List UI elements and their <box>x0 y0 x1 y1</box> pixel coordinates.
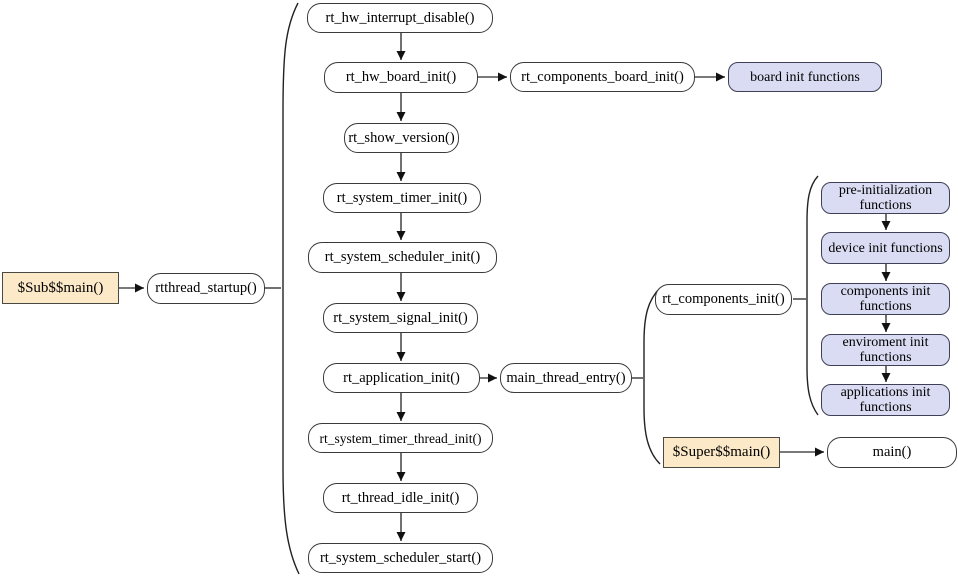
node-components-init-functions: components init functions <box>821 283 950 315</box>
node-device-init-functions: device init functions <box>821 232 950 264</box>
brace-components-init <box>806 175 819 416</box>
node-rtthread-startup: rtthread_startup() <box>147 273 265 304</box>
node-rt-system-signal-init: rt_system_signal_init() <box>323 303 478 333</box>
node-rt-thread-idle-init: rt_thread_idle_init() <box>323 483 478 513</box>
node-rt-system-scheduler-init: rt_system_scheduler_init() <box>308 242 497 273</box>
node-rt-system-timer-thread-init: rt_system_timer_thread_init() <box>308 423 493 453</box>
node-main-thread-entry: main_thread_entry() <box>500 363 632 393</box>
brace-startup-sequence <box>282 2 300 575</box>
node-board-init-functions: board init functions <box>728 62 882 92</box>
node-applications-init-functions: applications init functions <box>821 384 950 416</box>
node-rt-system-scheduler-start: rt_system_scheduler_start() <box>308 543 493 573</box>
node-rt-application-init: rt_application_init() <box>323 363 480 393</box>
node-enviroment-init-functions: enviroment init functions <box>821 334 950 366</box>
node-rt-components-init: rt_components_init() <box>655 284 792 315</box>
node-rt-show-version: rt_show_version() <box>344 123 459 153</box>
node-main: main() <box>827 437 957 468</box>
node-super-main: $Super$$main() <box>663 437 780 468</box>
node-sub-main: $Sub$$main() <box>2 272 119 304</box>
node-rt-system-timer-init: rt_system_timer_init() <box>323 183 481 213</box>
brace-main-thread-entry <box>643 287 661 465</box>
node-rt-hw-interrupt-disable: rt_hw_interrupt_disable() <box>307 3 493 33</box>
node-rt-hw-board-init: rt_hw_board_init() <box>324 62 478 93</box>
node-rt-components-board-init: rt_components_board_init() <box>510 62 695 92</box>
node-pre-initialization-functions: pre-initialization functions <box>821 182 950 214</box>
